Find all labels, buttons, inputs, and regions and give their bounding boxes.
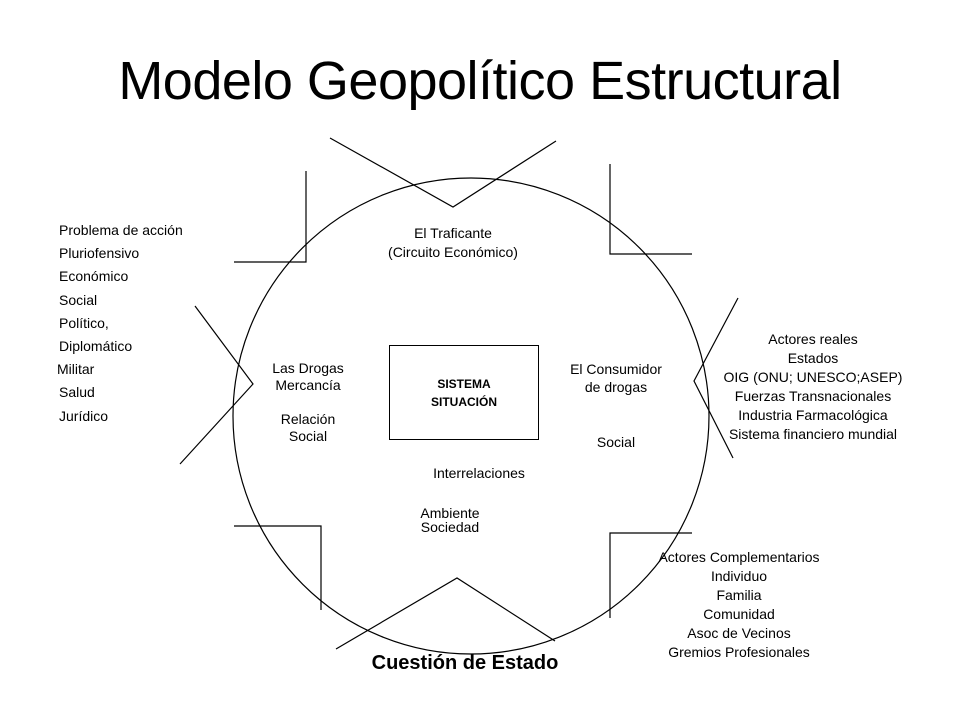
left-list-item: Pluriofensivo: [59, 245, 140, 262]
actores-reales-line: Actores reales: [768, 331, 858, 347]
left-node-line: Social: [288, 428, 328, 444]
left-list-item: Militar: [57, 361, 95, 378]
actores-complementarios-line: Familia: [716, 587, 762, 603]
ambiente-line: Ambiente: [420, 505, 480, 521]
actores-complementarios-line: Actores Complementarios: [658, 549, 820, 565]
connector-bottom-right: [609, 532, 692, 618]
actores-reales-line: Sistema financiero mundial: [728, 426, 898, 442]
right-node-line: Social: [596, 434, 636, 450]
ambiente-node: Ambiente Sociedad: [385, 506, 515, 534]
diagram-title: Modelo Geopolítico Estructural: [118, 51, 842, 111]
left-list-item: Económico: [59, 268, 129, 285]
left-node-line: Mercancía: [275, 377, 341, 393]
center-box-line: SITUACIÓN: [431, 394, 497, 409]
actores-complementarios-line: Individuo: [710, 568, 768, 584]
actores-complementarios-line: Asoc de Vecinos: [687, 625, 791, 641]
center-box-line: SISTEMA: [437, 376, 491, 391]
top-node-line: (Circuito Económico): [388, 244, 518, 260]
system-circle: [232, 177, 710, 655]
connector-left: [179, 305, 254, 465]
connector-right: [693, 297, 739, 459]
left-list-item: Jurídico: [59, 407, 109, 424]
left-list-item: Salud: [59, 384, 95, 401]
actores-reales-line: Industria Farmacológica: [738, 407, 888, 423]
left-list: Problema de acción Pluriofensivo Económi…: [57, 219, 183, 428]
center-system-box: SISTEMA SITUACIÓN: [389, 345, 539, 440]
top-node: El Traficante (Circuito Económico): [353, 224, 553, 262]
interrelaciones-label: Interrelaciones: [433, 465, 525, 481]
left-list-item: Problema de acción: [59, 222, 183, 238]
connector-bottom-left: [234, 525, 322, 610]
actores-reales-line: Estados: [787, 350, 839, 366]
actores-complementarios-line: Comunidad: [703, 606, 775, 622]
actores-reales-line: OIG (ONU; UNESCO;ASEP): [723, 369, 903, 385]
left-node: Las Drogas Mercancía Relación Social: [248, 360, 368, 445]
right-node: El Consumidor de drogas: [556, 360, 676, 396]
connector-bottom: [335, 577, 556, 650]
actores-reales-line: Fuerzas Transnacionales: [734, 388, 892, 404]
right-node-line: de drogas: [584, 379, 648, 395]
actores-complementarios: Actores Complementarios Individuo Famili…: [624, 548, 854, 662]
connector-top-right: [609, 164, 692, 255]
left-list-item: Político,: [59, 314, 109, 331]
connector-top-left: [234, 171, 307, 263]
left-node-line: Las Drogas: [272, 360, 344, 376]
left-list-item: Social: [59, 291, 98, 308]
right-node-line: El Consumidor: [570, 361, 662, 377]
actores-reales: Actores reales Estados OIG (ONU; UNESCO;…: [688, 330, 938, 444]
left-node-line: Relación: [280, 411, 336, 427]
top-node-line: El Traficante: [414, 225, 492, 241]
actores-complementarios-line: Gremios Profesionales: [668, 644, 810, 660]
footer-label: Cuestión de Estado: [371, 652, 559, 674]
connector-top: [329, 137, 557, 208]
left-list-item: Diplomático: [59, 337, 133, 354]
ambiente-line: Sociedad: [420, 519, 480, 535]
